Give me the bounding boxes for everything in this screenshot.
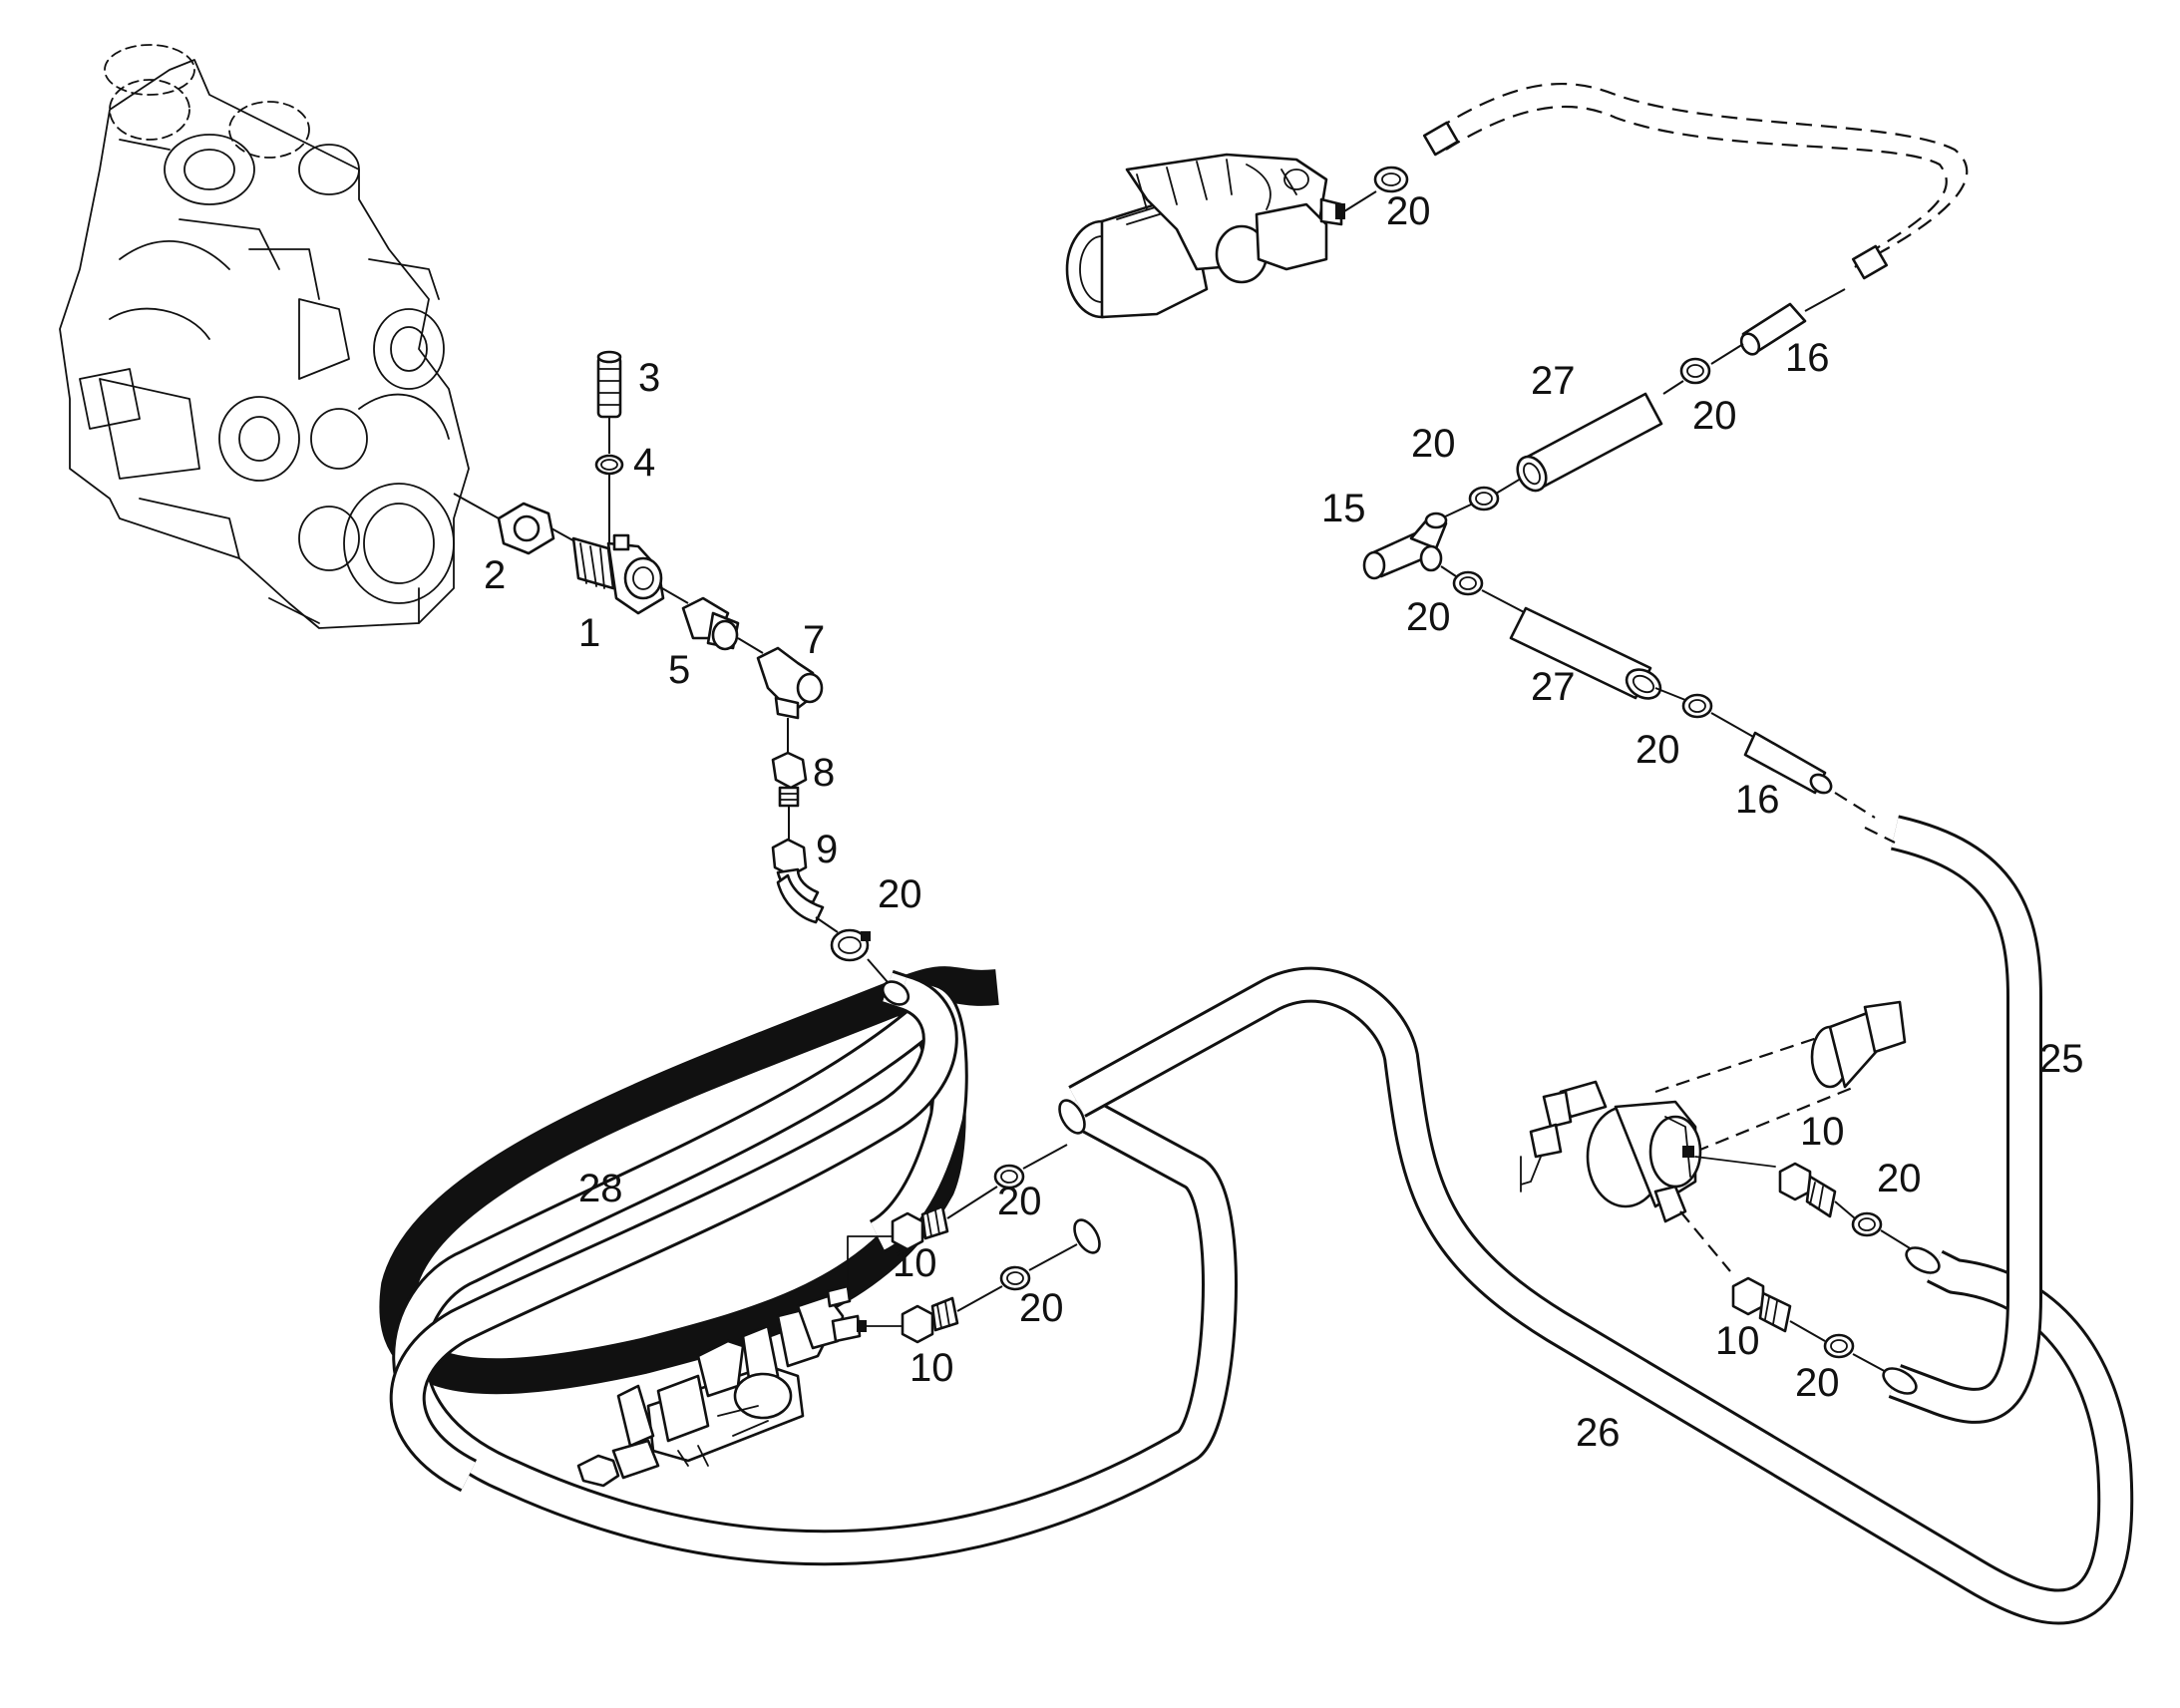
callout-16-a: 16: [1785, 336, 1830, 380]
clamp-20-d: [1681, 693, 1713, 719]
tee-15: [1362, 512, 1448, 580]
callout-26: 26: [1576, 1411, 1621, 1455]
fitting-8: [771, 751, 808, 808]
clamp-20-e: [993, 1164, 1025, 1190]
callout-3: 3: [638, 356, 660, 400]
callout-7: 7: [803, 618, 825, 662]
callout-16-b: 16: [1735, 778, 1780, 822]
clamp-20-a: [1679, 357, 1711, 385]
fitting-10-b: [901, 1296, 959, 1344]
hose-27-upper: [1516, 392, 1663, 493]
clamp-20-f: [999, 1265, 1031, 1291]
valve-block-icon: [576, 1284, 867, 1488]
engine-icon: [59, 44, 500, 629]
fitting-10-c: [1778, 1162, 1837, 1218]
hose-26: [1068, 966, 2134, 1625]
fitting-10-a: [891, 1204, 949, 1251]
callout-9: 9: [816, 828, 838, 871]
hose-27-lower: [1509, 606, 1662, 700]
hose-28-loop: [392, 993, 1238, 1566]
hose-16-lower: [1743, 731, 1833, 795]
adapter-1: [571, 533, 665, 615]
callout-20-c: 20: [1411, 422, 1456, 466]
callout-10-d: 10: [1715, 1319, 1760, 1363]
callout-5: 5: [668, 648, 690, 692]
callout-4: 4: [633, 441, 655, 485]
elbow-9: [771, 838, 825, 924]
fitting-3: [596, 350, 622, 419]
callout-20-f: 20: [878, 872, 922, 916]
clamp-20-h: [1823, 1333, 1855, 1359]
callout-8: 8: [813, 751, 835, 795]
elbow-7: [756, 646, 824, 720]
clamp-20-heater: [1373, 166, 1409, 193]
nut-2: [497, 502, 555, 555]
callout-10-a: 10: [893, 1241, 937, 1285]
callout-20-b: 20: [1692, 394, 1737, 438]
callout-20-a: 20: [1386, 189, 1431, 233]
pump-icon: [1520, 1000, 1907, 1223]
oring-4: [594, 454, 624, 476]
clamp-20-g: [1851, 1211, 1883, 1237]
hose-28-upper: [389, 974, 958, 1493]
fitting-10-d: [1731, 1276, 1792, 1333]
callout-20-g: 20: [997, 1180, 1042, 1223]
callout-10-c: 10: [1800, 1110, 1845, 1154]
callout-10-b: 10: [909, 1346, 954, 1390]
callout-15: 15: [1321, 487, 1366, 530]
hose-25: [1888, 815, 2042, 1424]
callout-20-i: 20: [1877, 1157, 1922, 1200]
callout-20-d: 20: [1406, 595, 1451, 639]
callout-2: 2: [484, 553, 506, 597]
callout-27-a: 27: [1531, 359, 1576, 403]
clamp-20-c: [1452, 570, 1484, 596]
clamp-20: [830, 928, 871, 962]
callout-20-e: 20: [1635, 728, 1680, 772]
callout-20-j: 20: [1795, 1361, 1840, 1405]
callout-20-h: 20: [1019, 1286, 1064, 1330]
hose-16-upper: [1739, 302, 1807, 356]
callout-25: 25: [2039, 1037, 2084, 1081]
hose-25-dashed-start: [1834, 792, 1876, 819]
callout-27-b: 27: [1531, 665, 1576, 709]
union-5: [681, 596, 740, 651]
heater-icon: [1065, 153, 1345, 319]
clamp-20-b: [1468, 486, 1500, 512]
hose-dashed-heater: [1422, 82, 1969, 280]
callout-28: 28: [578, 1167, 623, 1210]
callout-1: 1: [578, 611, 600, 655]
